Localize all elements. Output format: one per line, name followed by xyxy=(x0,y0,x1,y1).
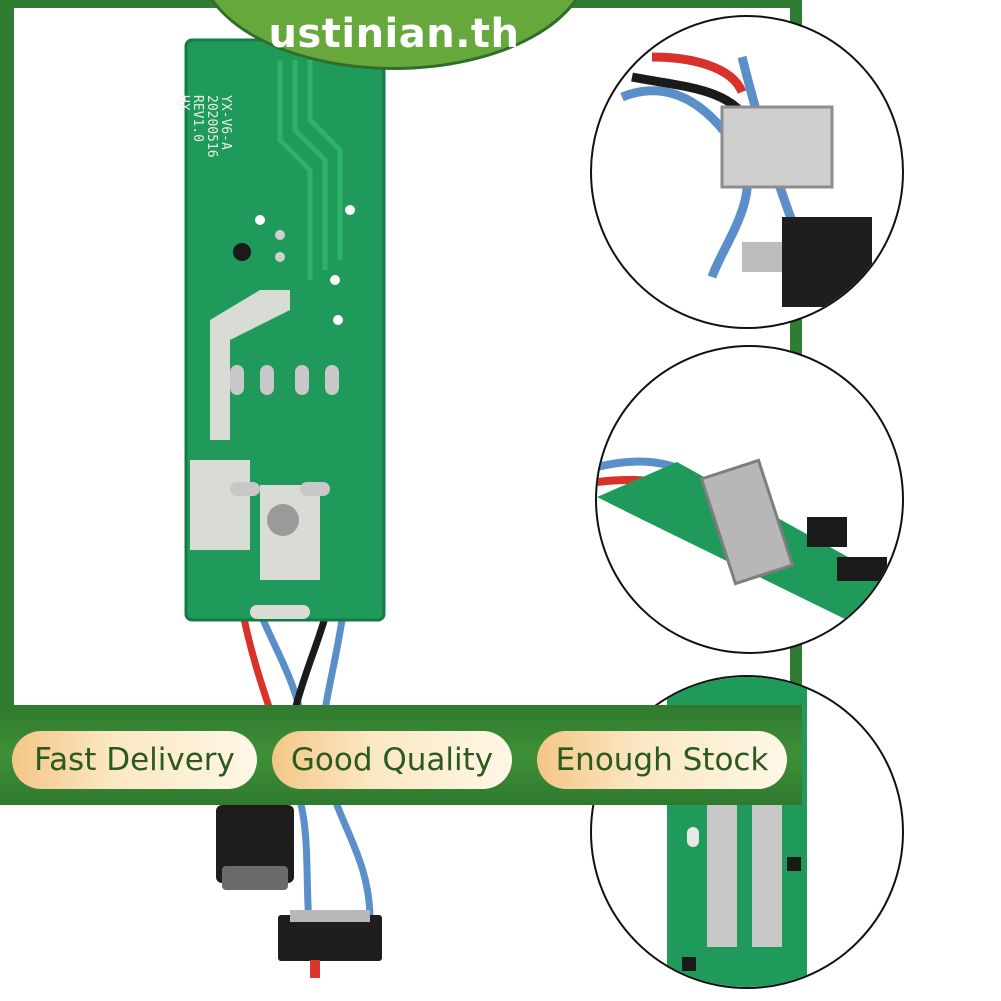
svg-text:20200516: 20200516 xyxy=(204,95,219,158)
board-marking-text: YX-V6-A 20200516 REV1.0 HX xyxy=(176,95,233,158)
pcb-main-photo: YX-V6-A 20200516 REV1.0 HX xyxy=(176,38,386,978)
badge-fast-delivery: Fast Delivery xyxy=(12,731,257,789)
svg-text:YX-V6-A: YX-V6-A xyxy=(218,95,233,150)
frame-left-border xyxy=(0,0,14,705)
svg-text:HX: HX xyxy=(176,95,191,111)
badge-enough-stock: Enough Stock xyxy=(537,731,787,789)
badge-label: Good Quality xyxy=(290,742,494,778)
brand-logo-tab: ustinian.th xyxy=(198,0,590,70)
brand-logo-text: ustinian.th xyxy=(268,11,520,57)
svg-text:REV1.0: REV1.0 xyxy=(190,95,205,142)
badge-label: Fast Delivery xyxy=(34,742,235,778)
detail-photo-switch-wires xyxy=(590,15,904,329)
detail-photo-battery-terminal xyxy=(595,345,904,654)
dc-jack-socket xyxy=(216,805,294,883)
micro-switch xyxy=(278,915,382,961)
badge-good-quality: Good Quality xyxy=(272,731,512,789)
badge-label: Enough Stock xyxy=(555,742,769,778)
